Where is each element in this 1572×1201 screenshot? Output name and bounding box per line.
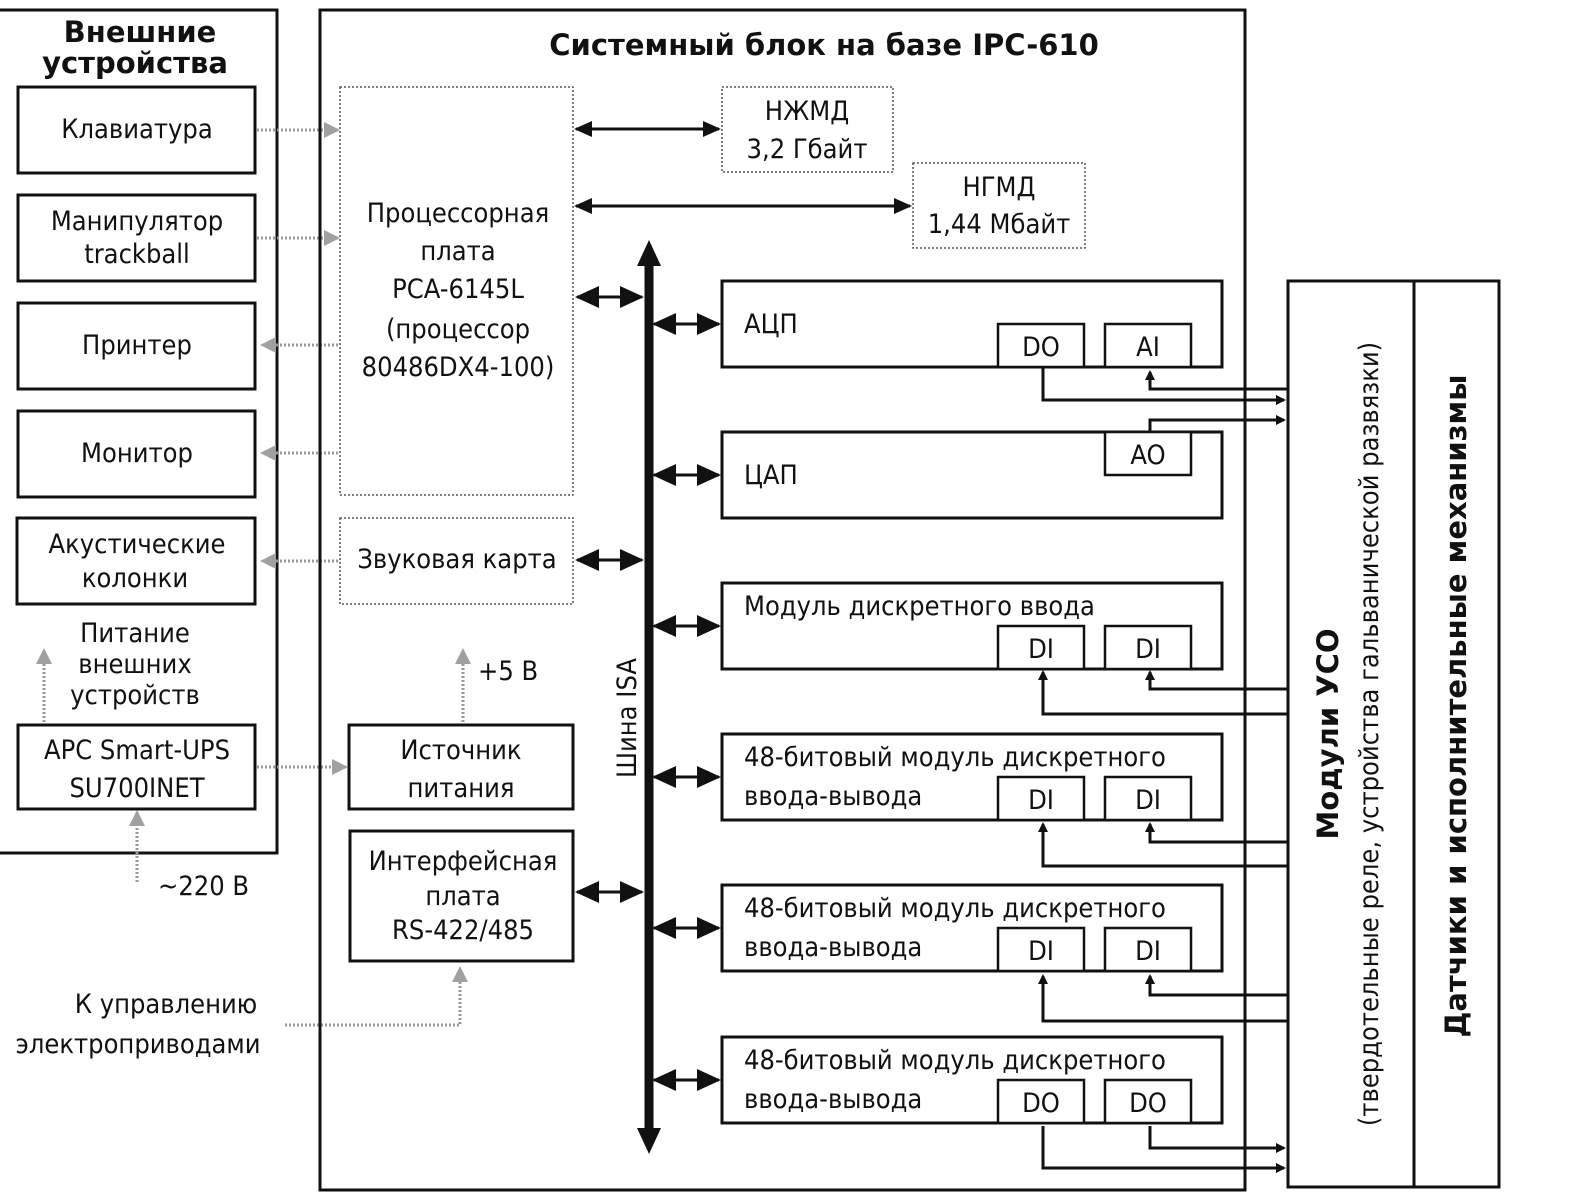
io-port[interactable]: DO (996, 1078, 1086, 1125)
io-port[interactable]: DI (996, 624, 1086, 671)
psu-out-label: +5 В (478, 656, 538, 687)
uso-title: Модули УСО (1311, 628, 1345, 839)
io-module[interactable]: ЦАП AO (652, 430, 1224, 520)
device-monitor-label: Монитор (81, 438, 193, 469)
fdd-label-2: 1,44 Мбайт (928, 209, 1071, 240)
power-label-2: внешних (78, 649, 191, 680)
device-keyboard[interactable]: Клавиатура (16, 85, 257, 175)
ups-label-1: APC Smart-UPS (44, 735, 230, 766)
io-port[interactable]: DI (1103, 775, 1193, 822)
power-supply[interactable]: Источник питания (347, 723, 575, 811)
module-title: ввода-вывода (744, 1084, 922, 1115)
io-port[interactable]: AI (1103, 322, 1193, 369)
cpu-label-2: плата (420, 236, 495, 267)
sound-card-label: Звуковая карта (357, 544, 556, 575)
io-module[interactable]: 48-битовый модуль дискретного ввода-вывод… (652, 883, 1224, 973)
module-title: ввода-вывода (744, 781, 922, 812)
io-port-label: DI (1028, 634, 1054, 665)
bus-arrow-top (637, 240, 661, 266)
sensors-title: Датчики и исполнительные механизмы (1439, 375, 1473, 1038)
io-port-label: DO (1022, 1088, 1060, 1119)
isa-bus-label: Шина ISA (612, 658, 643, 778)
sensors-panel[interactable]: Датчики и исполнительные механизмы (1412, 279, 1501, 1189)
drives-control-label-2: электроприводами (16, 1029, 261, 1060)
mains-label: ~220 В (158, 871, 249, 902)
device-keyboard-label: Клавиатура (61, 114, 212, 145)
io-port-label: DI (1135, 785, 1161, 816)
io-port-label: DO (1129, 1088, 1167, 1119)
io-module[interactable]: 48-битовый модуль дискретного ввода-вывод… (652, 1035, 1224, 1125)
uso-modules-panel[interactable]: Модули УСО (твердотельные реле, устройст… (1286, 279, 1416, 1189)
system-block-panel: Системный блок на базе IPC-610 (318, 8, 1247, 1192)
device-speakers-label-2: колонки (82, 563, 188, 594)
device-trackball[interactable]: Манипулятор trackball (16, 193, 257, 283)
device-trackball-label-2: trackball (84, 239, 190, 270)
isa-bus: Шина ISA (612, 240, 661, 1154)
module-title: Модуль дискретного ввода (744, 591, 1095, 622)
module-title: ЦАП (744, 460, 798, 491)
system-block-title: Системный блок на базе IPC-610 (549, 28, 1099, 62)
sound-card[interactable]: Звуковая карта (339, 517, 574, 605)
iface-label-1: Интерфейсная (369, 846, 558, 877)
io-port-label: DI (1135, 936, 1161, 967)
hdd-label-1: НЖМД (765, 96, 849, 127)
module-title: АЦП (744, 309, 798, 340)
power-label-1: Питание (80, 618, 190, 649)
io-port[interactable]: AO (1103, 430, 1193, 477)
io-module[interactable]: АЦП DO AI (652, 279, 1224, 369)
drives-control-label-1: К управлению (75, 989, 257, 1020)
io-port-label: AO (1130, 440, 1165, 471)
io-port[interactable]: DO (996, 322, 1086, 369)
external-devices-title-1: Внешние (64, 15, 217, 49)
cpu-label-5: 80486DX4-100) (362, 352, 555, 383)
io-port[interactable]: DO (1103, 1078, 1193, 1125)
psu-label-1: Источник (400, 735, 521, 766)
power-label-3: устройств (70, 680, 200, 711)
device-monitor[interactable]: Монитор (16, 409, 257, 499)
interface-board[interactable]: Интерфейсная плата RS-422/485 (348, 829, 575, 963)
device-speakers-label-1: Акустические (48, 529, 225, 560)
io-port[interactable]: DI (996, 926, 1086, 973)
cpu-label-4: (процессор (386, 314, 530, 345)
module-title: 48-битовый модуль дискретного (744, 742, 1166, 773)
cpu-board[interactable]: Процессорная плата PCA-6145L (процессор … (339, 86, 574, 496)
io-port[interactable]: DI (1103, 624, 1193, 671)
module-title: ввода-вывода (744, 932, 922, 963)
device-trackball-label-1: Манипулятор (51, 206, 223, 237)
device-speakers[interactable]: Акустические колонки (15, 516, 257, 606)
io-port[interactable]: DI (1103, 926, 1193, 973)
hdd-box[interactable]: НЖМД 3,2 Гбайт (721, 86, 894, 173)
cpu-label-1: Процессорная (367, 198, 549, 229)
device-printer[interactable]: Принтер (16, 301, 257, 391)
bus-arrow-bottom (637, 1128, 661, 1154)
external-devices-title-2: устройства (42, 46, 228, 80)
ups-box[interactable]: APC Smart-UPS SU700INET (16, 723, 257, 811)
arrow-drives-control (285, 966, 468, 1027)
iface-label-3: RS-422/485 (392, 915, 534, 946)
psu-label-2: питания (408, 773, 515, 804)
io-port-label: DI (1028, 936, 1054, 967)
module-title: 48-битовый модуль дискретного (744, 893, 1166, 924)
io-port[interactable]: DI (996, 775, 1086, 822)
io-port-label: DO (1022, 332, 1060, 363)
io-port-label: DI (1028, 785, 1054, 816)
ups-label-2: SU700INET (69, 773, 204, 804)
hdd-label-2: 3,2 Гбайт (747, 134, 868, 165)
fdd-label-1: НГМД (962, 172, 1035, 203)
device-connections (257, 122, 340, 569)
device-printer-label: Принтер (82, 330, 192, 361)
module-title: 48-битовый модуль дискретного (744, 1045, 1166, 1076)
signal-lines (1038, 368, 1288, 1173)
external-power: Питание внешних устройств (36, 618, 200, 722)
io-port-label: AI (1136, 332, 1160, 363)
uso-subtitle: (твердотельные реле, устройства гальвани… (1354, 342, 1385, 1126)
fdd-box[interactable]: НГМД 1,44 Мбайт (912, 162, 1086, 249)
iface-label-2: плата (425, 881, 500, 912)
io-port-label: DI (1135, 634, 1161, 665)
cpu-label-3: PCA-6145L (392, 274, 524, 305)
io-module[interactable]: 48-битовый модуль дискретного ввода-вывод… (652, 732, 1224, 822)
